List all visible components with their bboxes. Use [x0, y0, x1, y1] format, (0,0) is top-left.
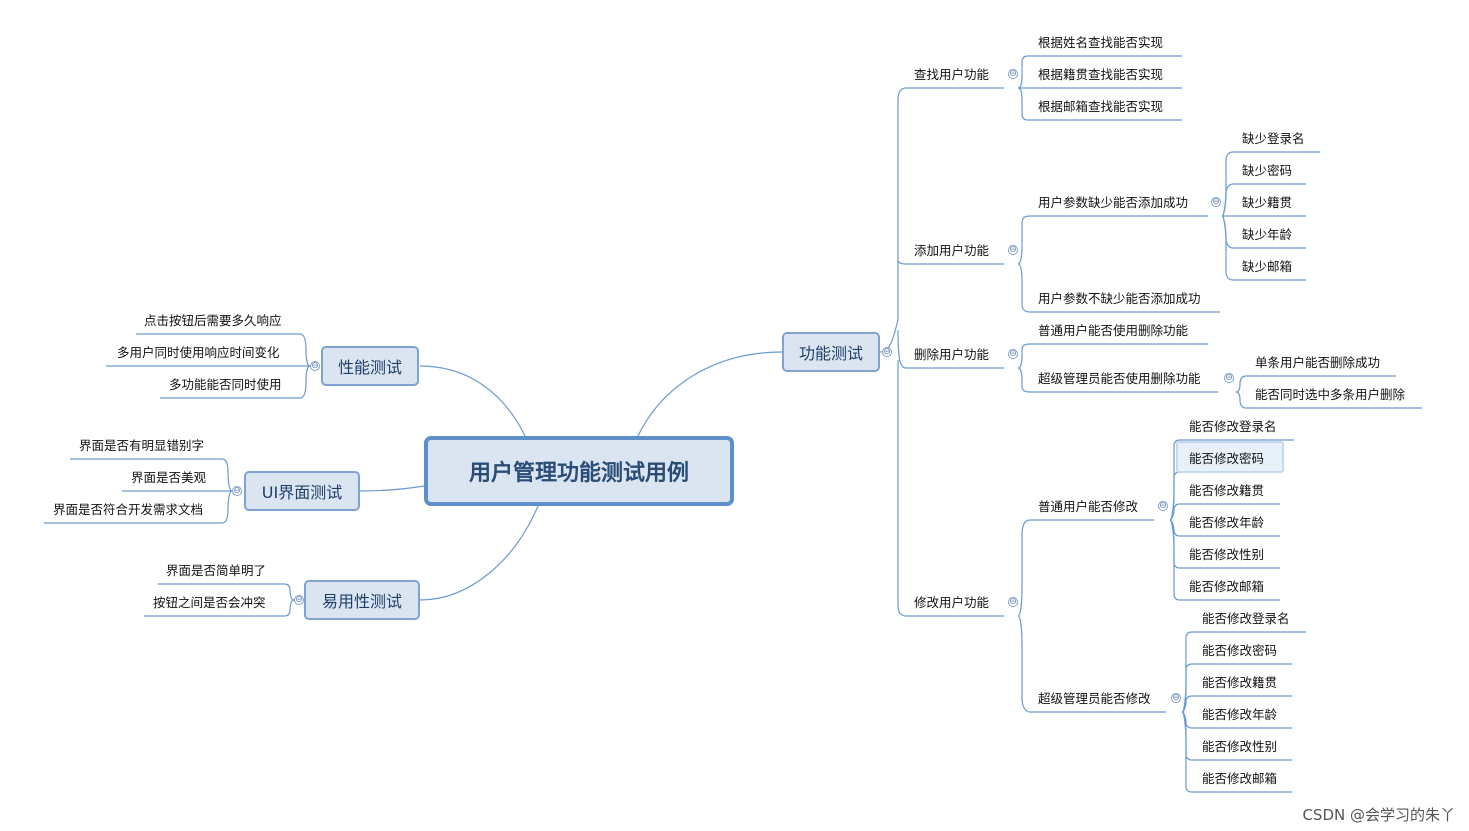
leaf-missing-hometown[interactable]: 缺少籍贯 [1242, 195, 1293, 210]
collapse-toggle-icon[interactable]: ⊖ [882, 347, 892, 357]
leaf-search-by-email[interactable]: 根据邮箱查找能否实现 [1038, 99, 1164, 114]
leaf-perf-concurrent-users[interactable]: 多用户同时使用响应时间变化 [117, 345, 280, 360]
connector-root-ui [359, 485, 425, 492]
leaf-admin-modify-password[interactable]: 能否修改密码 [1202, 643, 1278, 658]
collapse-toggle-icon[interactable]: ⊖ [232, 486, 242, 496]
leaf-normal-modify-login[interactable]: 能否修改登录名 [1189, 419, 1277, 434]
collapse-toggle-icon[interactable]: ⊖ [294, 595, 304, 605]
connector-root-usab [419, 505, 539, 601]
leaf-usab-simple[interactable]: 界面是否简单明了 [166, 563, 267, 578]
leaf-delete-normal-user[interactable]: 普通用户能否使用删除功能 [1038, 323, 1189, 338]
leaf-usab-button-conflict[interactable]: 按钮之间是否会冲突 [153, 595, 266, 610]
node-modify-admin[interactable]: 超级管理员能否修改 [1038, 691, 1151, 706]
leaf-normal-modify-password[interactable]: 能否修改密码 [1189, 451, 1265, 466]
leaf-missing-login[interactable]: 缺少登录名 [1242, 131, 1305, 146]
branch-performance-testing[interactable]: 性能测试 [321, 346, 419, 386]
collapse-toggle-icon[interactable]: ⊖ [1158, 501, 1168, 511]
node-modify-users[interactable]: 修改用户功能 [914, 595, 990, 610]
leaf-delete-single[interactable]: 单条用户能否删除成功 [1255, 355, 1381, 370]
branch-ui-testing[interactable]: UI界面测试 [244, 471, 360, 511]
collapse-toggle-icon[interactable]: ⊖ [1008, 349, 1018, 359]
leaf-perf-multi-function[interactable]: 多功能能否同时使用 [169, 377, 282, 392]
leaf-missing-age[interactable]: 缺少年龄 [1242, 227, 1293, 242]
leaf-ui-aesthetics[interactable]: 界面是否美观 [131, 470, 207, 485]
leaf-admin-modify-age[interactable]: 能否修改年龄 [1202, 707, 1278, 722]
node-search-users[interactable]: 查找用户功能 [914, 67, 990, 82]
leaf-search-by-hometown[interactable]: 根据籍贯查找能否实现 [1038, 67, 1164, 82]
leaf-delete-multiple[interactable]: 能否同时选中多条用户删除 [1255, 387, 1406, 402]
collapse-toggle-icon[interactable]: ⊖ [1008, 245, 1018, 255]
connector-root-perf [419, 365, 526, 437]
leaf-admin-modify-login[interactable]: 能否修改登录名 [1202, 611, 1290, 626]
leaf-ui-typos[interactable]: 界面是否有明显错别字 [79, 438, 205, 453]
collapse-toggle-icon[interactable]: ⊖ [1008, 597, 1018, 607]
root-topic[interactable]: 用户管理功能测试用例 [424, 436, 734, 506]
leaf-missing-password[interactable]: 缺少密码 [1242, 163, 1293, 178]
node-delete-admin[interactable]: 超级管理员能否使用删除功能 [1038, 371, 1201, 386]
leaf-add-complete-params[interactable]: 用户参数不缺少能否添加成功 [1038, 291, 1201, 306]
node-modify-normal[interactable]: 普通用户能否修改 [1038, 499, 1139, 514]
selected-item-highlight [1176, 441, 1284, 473]
collapse-toggle-icon[interactable]: ⊖ [310, 361, 320, 371]
watermark: CSDN @会学习的朱丫 [1302, 806, 1455, 824]
connector-root-func [637, 351, 783, 437]
leaf-admin-modify-gender[interactable]: 能否修改性别 [1202, 739, 1278, 754]
leaf-normal-modify-age[interactable]: 能否修改年龄 [1189, 515, 1265, 530]
leaf-missing-email[interactable]: 缺少邮箱 [1242, 259, 1293, 274]
leaf-normal-modify-email[interactable]: 能否修改邮箱 [1189, 579, 1265, 594]
branch-functional-testing[interactable]: 功能测试 [782, 332, 880, 372]
leaf-perf-response-time[interactable]: 点击按钮后需要多久响应 [144, 313, 282, 328]
collapse-toggle-icon[interactable]: ⊖ [1211, 197, 1221, 207]
collapse-toggle-icon[interactable]: ⊖ [1008, 69, 1018, 79]
leaf-normal-modify-hometown[interactable]: 能否修改籍贯 [1189, 483, 1265, 498]
branch-usability-testing[interactable]: 易用性测试 [304, 580, 420, 620]
collapse-toggle-icon[interactable]: ⊖ [1224, 373, 1234, 383]
connector-func-children [879, 87, 907, 353]
leaf-search-by-name[interactable]: 根据姓名查找能否实现 [1038, 35, 1164, 50]
leaf-admin-modify-hometown[interactable]: 能否修改籍贯 [1202, 675, 1278, 690]
leaf-admin-modify-email[interactable]: 能否修改邮箱 [1202, 771, 1278, 786]
leaf-ui-requirements[interactable]: 界面是否符合开发需求文档 [53, 502, 204, 517]
node-add-users[interactable]: 添加用户功能 [914, 243, 990, 258]
leaf-normal-modify-gender[interactable]: 能否修改性别 [1189, 547, 1265, 562]
collapse-toggle-icon[interactable]: ⊖ [1171, 693, 1181, 703]
node-add-missing-params[interactable]: 用户参数缺少能否添加成功 [1038, 195, 1189, 210]
node-delete-users[interactable]: 删除用户功能 [914, 347, 990, 362]
